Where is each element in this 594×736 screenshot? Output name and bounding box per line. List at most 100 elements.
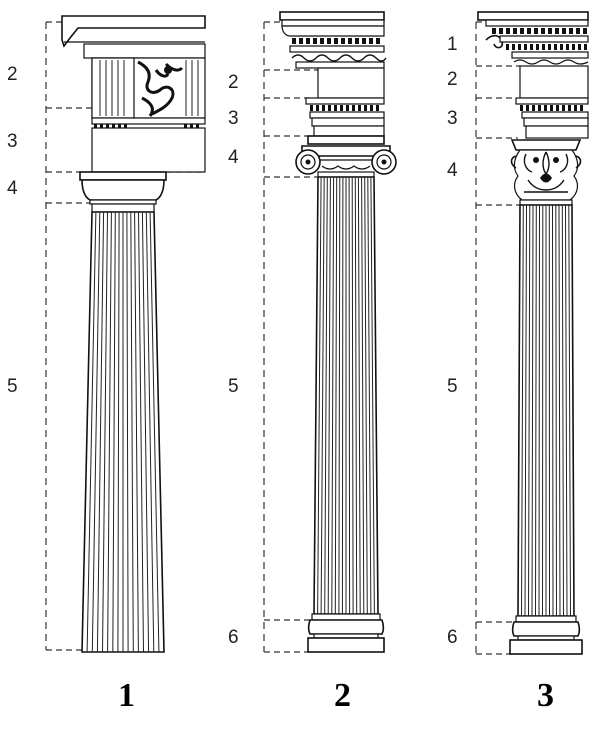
dentil — [556, 105, 559, 111]
dentil — [583, 28, 587, 34]
doric-label-2: 2 — [7, 64, 18, 85]
corinthian-label-2: 2 — [447, 69, 458, 90]
corinthian-cornice — [478, 12, 588, 64]
dentil — [364, 105, 367, 111]
ionic-caption: 2 — [334, 677, 351, 714]
dentil — [322, 105, 325, 111]
dentil — [548, 44, 551, 50]
doric-label-3: 3 — [7, 131, 18, 152]
ionic-base — [308, 614, 384, 652]
dentil — [574, 105, 577, 111]
dentil — [544, 105, 547, 111]
dentil — [506, 44, 509, 50]
dentil — [524, 44, 527, 50]
dentil — [376, 105, 379, 111]
dentil — [572, 44, 575, 50]
ionic-frieze — [318, 68, 384, 98]
dentil — [566, 44, 569, 50]
dentil — [370, 105, 373, 111]
dentil — [527, 28, 531, 34]
dentil — [292, 38, 296, 44]
dentil — [299, 38, 303, 44]
doric-entablature — [62, 16, 205, 172]
doric-labels: 2 3 4 5 — [7, 64, 18, 397]
dentil — [376, 38, 380, 44]
dentil — [352, 105, 355, 111]
dentil — [310, 105, 313, 111]
dentil — [578, 44, 581, 50]
corinthian-shaft — [518, 205, 574, 616]
dentil — [328, 105, 331, 111]
dentil — [506, 28, 510, 34]
dentil — [518, 44, 521, 50]
corinthian-base — [510, 616, 582, 654]
dentil — [313, 38, 317, 44]
corinthian-dimension-lines — [476, 22, 520, 654]
dentil — [542, 44, 545, 50]
dentil — [327, 38, 331, 44]
ionic-label-5: 5 — [228, 376, 239, 397]
dentil — [369, 38, 373, 44]
doric-capital — [80, 172, 166, 212]
corinthian-label-6: 6 — [447, 627, 458, 648]
shaft-flute — [342, 177, 343, 614]
ionic-architrave — [306, 98, 384, 136]
dentil — [499, 28, 503, 34]
dentil — [532, 105, 535, 111]
dentil — [580, 105, 583, 111]
doric-label-5: 5 — [7, 376, 18, 397]
corinthian-frieze — [520, 66, 588, 98]
ionic-labels: 2 3 4 5 6 — [228, 72, 239, 648]
ionic-label-6: 6 — [228, 627, 239, 648]
ionic-shaft — [314, 177, 378, 614]
dentil — [536, 44, 539, 50]
dentil — [362, 38, 366, 44]
ionic-cornice — [280, 12, 386, 68]
dentil — [569, 28, 573, 34]
dentil — [541, 28, 545, 34]
corinthian-column — [476, 12, 588, 654]
corinthian-label-3: 3 — [447, 108, 458, 129]
ionic-capital — [296, 136, 396, 177]
dentil — [348, 38, 352, 44]
dentil — [534, 28, 538, 34]
ionic-label-3: 3 — [228, 108, 239, 129]
dentil — [513, 28, 517, 34]
corinthian-label-5: 5 — [447, 376, 458, 397]
dentil — [320, 38, 324, 44]
dentil — [562, 105, 565, 111]
dentil — [548, 28, 552, 34]
dentil — [316, 105, 319, 111]
dentil — [584, 44, 587, 50]
dentil — [550, 105, 553, 111]
dentil — [568, 105, 571, 111]
dentil — [306, 38, 310, 44]
dentil — [334, 38, 338, 44]
dentil — [341, 38, 345, 44]
dentil — [346, 105, 349, 111]
ionic-label-2: 2 — [228, 72, 239, 93]
corinthian-labels: 1 2 3 4 5 6 — [447, 34, 458, 648]
corinthian-label-1: 1 — [447, 34, 458, 55]
corinthian-capital — [512, 140, 581, 205]
doric-caption: 1 — [118, 677, 135, 714]
dentil — [555, 28, 559, 34]
corinthian-caption: 3 — [537, 677, 554, 714]
acanthus-leaves — [512, 150, 581, 200]
corinthian-architrave — [516, 98, 588, 138]
shaft-flute — [539, 205, 540, 616]
captions: 1 2 3 — [118, 677, 554, 714]
dentil — [554, 44, 557, 50]
ionic-volute-left — [296, 150, 320, 174]
dentil — [526, 105, 529, 111]
dentil — [520, 105, 523, 111]
dentil — [576, 28, 580, 34]
dentil — [358, 105, 361, 111]
ionic-volute-right — [372, 150, 396, 174]
shaft-flute — [553, 205, 554, 616]
shaft-flute — [349, 177, 350, 614]
dentil — [340, 105, 343, 111]
dentil — [355, 38, 359, 44]
corinthian-label-4: 4 — [447, 160, 458, 181]
